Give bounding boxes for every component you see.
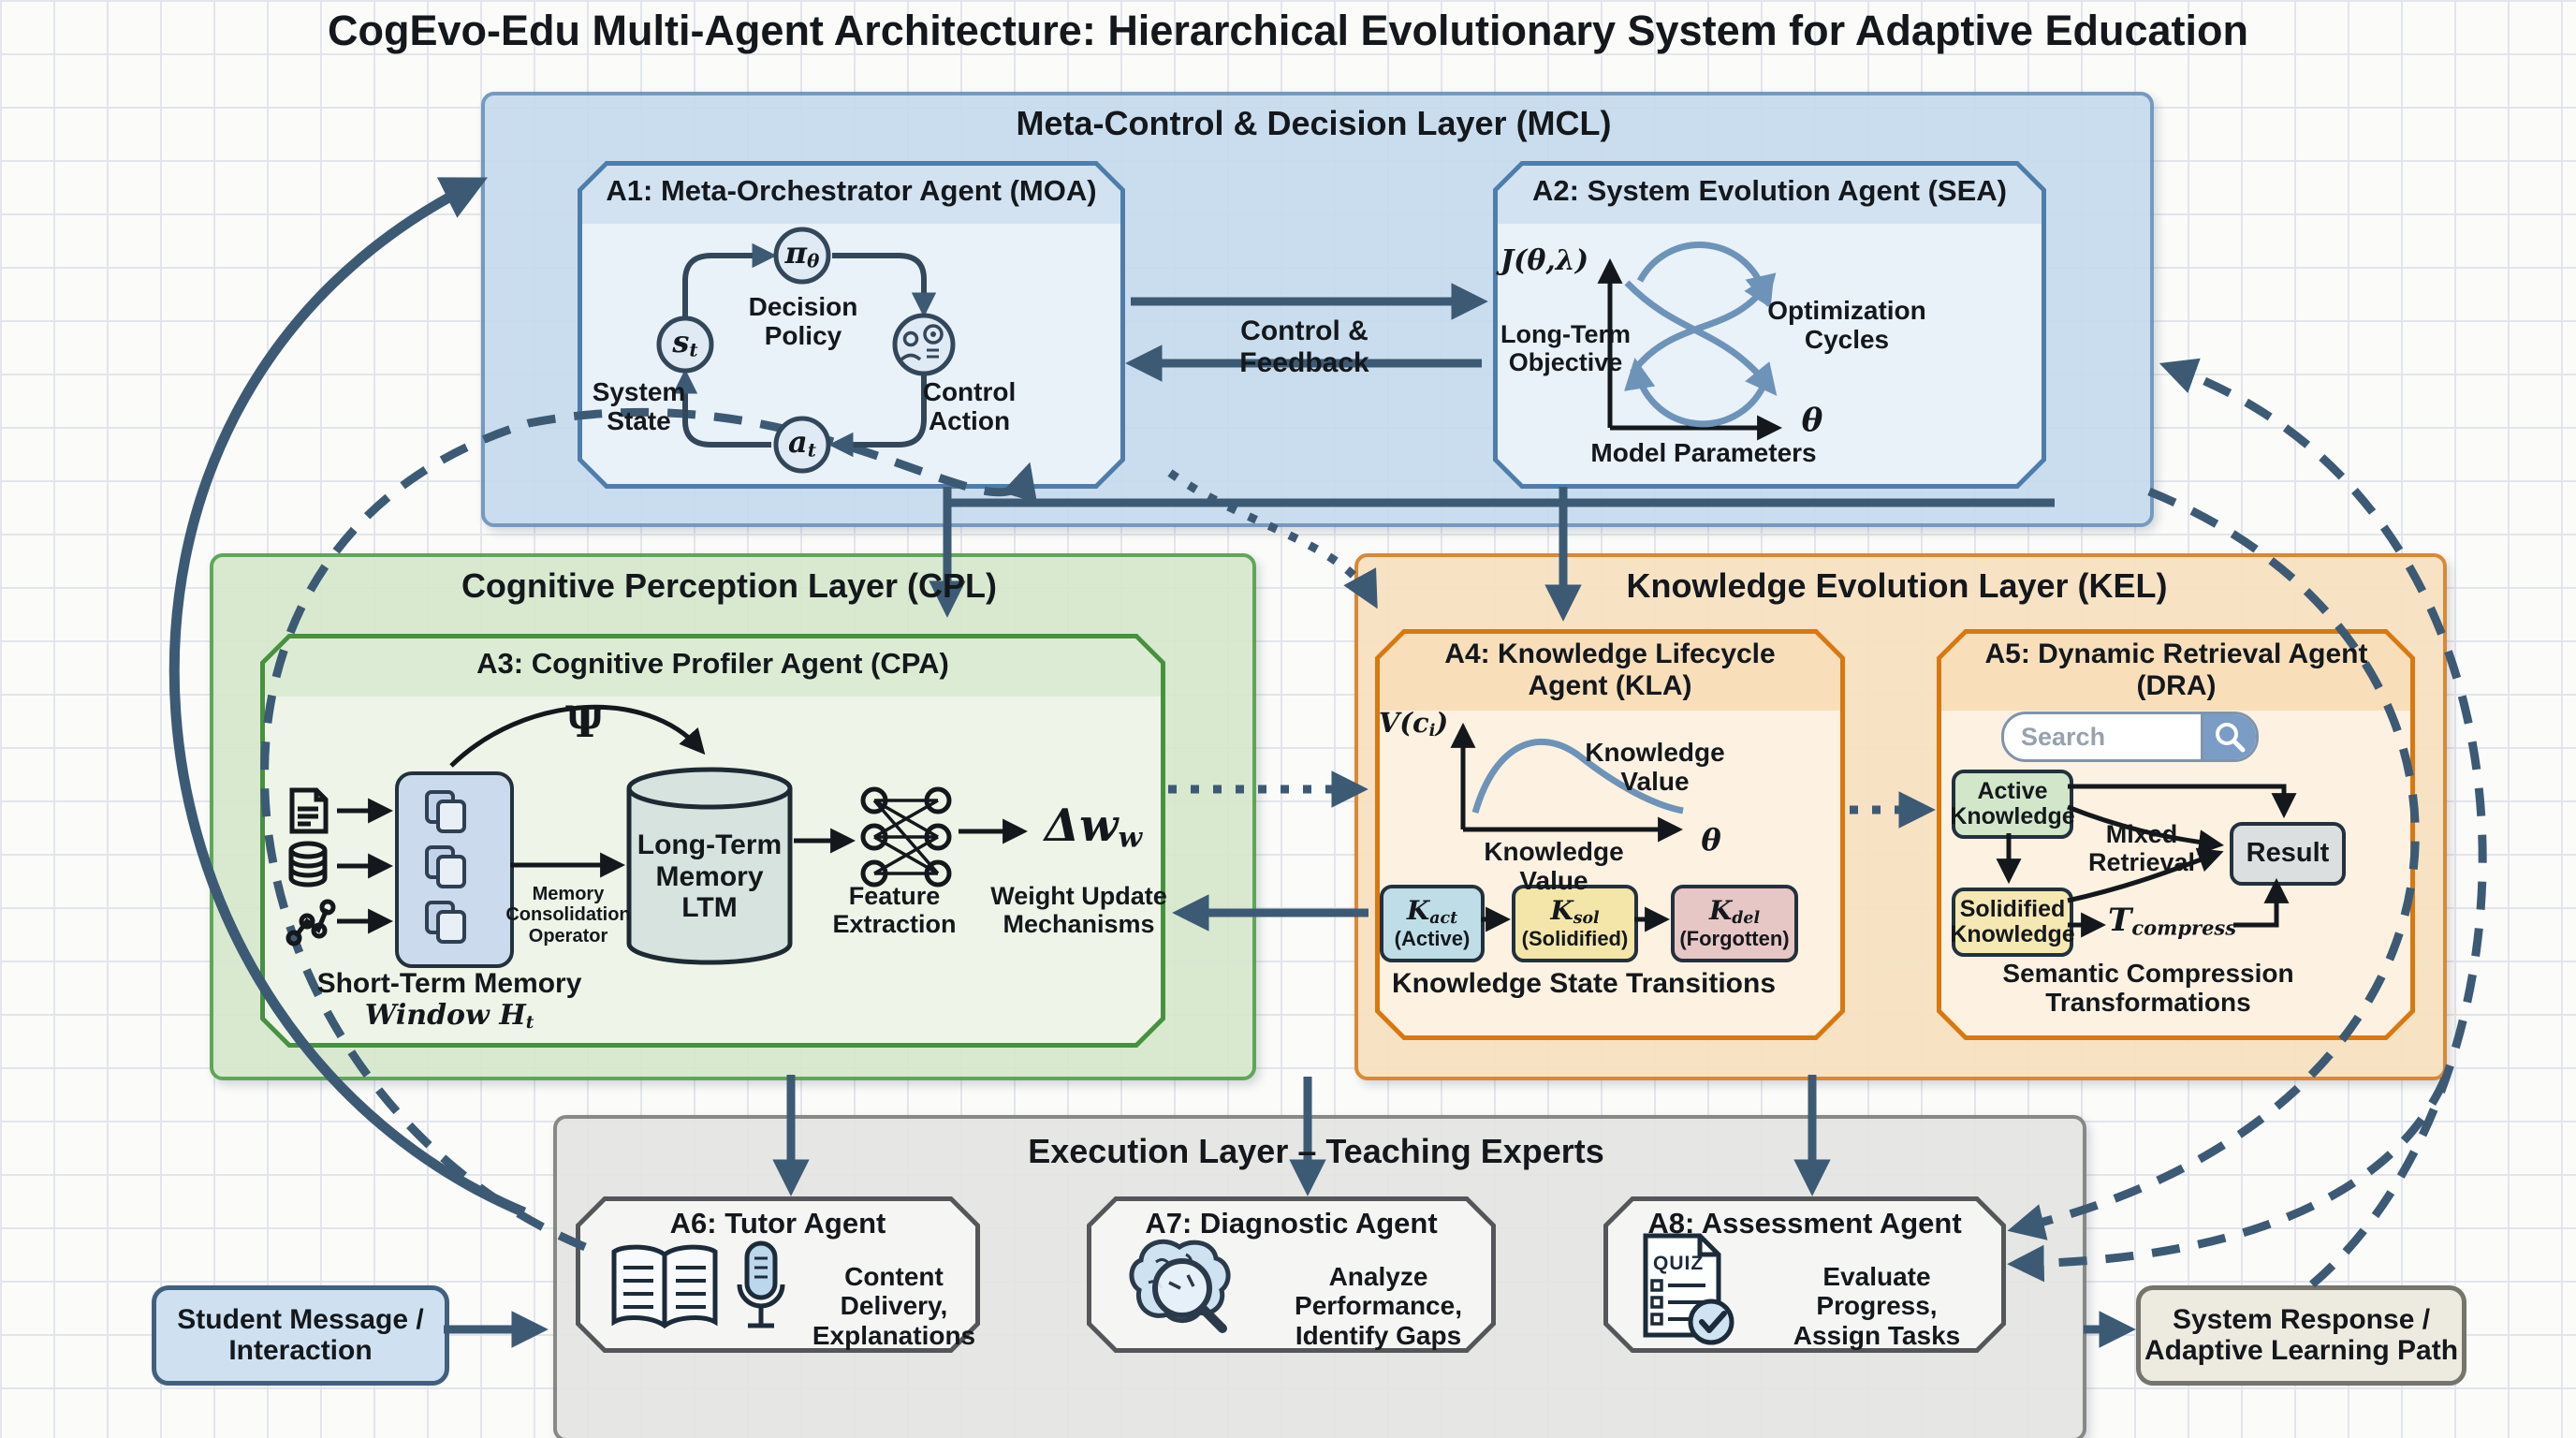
layer-cpl-title: Cognitive Perception Layer (CPL) (461, 566, 998, 605)
agent-a4-box (1375, 629, 1845, 1040)
control-feedback-label: Control & Feedback (1239, 315, 1369, 378)
memory-consolidation-label: Memory Consolidation Operator (505, 884, 631, 946)
t-compress-label: Tcompress (2108, 902, 2237, 940)
k-forgotten-box: Kdel (Forgotten) (1671, 885, 1798, 962)
student-input-box: Student Message /Interaction (152, 1285, 449, 1386)
stm-window-box (395, 771, 514, 968)
agent-a2-title: A2: System Evolution Agent (SEA) (1532, 174, 2007, 207)
a8-description: Evaluate Progress,Assign Tasks (1793, 1262, 1961, 1350)
search-input[interactable]: Search (2021, 722, 2106, 751)
objective-axis-label: J(θ,λ) (1500, 244, 1589, 277)
agent-a5-title: A5: Dynamic Retrieval Agent(DRA) (1984, 638, 2368, 701)
weight-delta-label: Δww (1044, 800, 1143, 855)
agent-a8-title: A8: Assessment Agent (1647, 1207, 1962, 1240)
knowledge-value-axis-label: V(ci) (1378, 707, 1449, 741)
layer-execution-title: Execution Layer – Teaching Experts (1028, 1132, 1604, 1170)
result-box: Result (2230, 822, 2346, 886)
search-bar[interactable]: Search (2001, 712, 2259, 762)
system-state-label: System State (592, 377, 686, 436)
agent-a7-box (1087, 1196, 1496, 1353)
long-term-objective-label: Long-Term Objective (1500, 320, 1631, 377)
agent-a1-title: A1: Meta-Orchestrator Agent (MOA) (606, 174, 1097, 207)
system-output-box: System Response /Adaptive Learning Path (2136, 1285, 2466, 1386)
page-title: CogEvo-Edu Multi-Agent Architecture: Hie… (328, 7, 2248, 54)
layer-kel-title: Knowledge Evolution Layer (KEL) (1626, 566, 2168, 605)
theta-axis-label: θ (1801, 402, 1823, 439)
control-action-label: Control Action (922, 377, 1017, 436)
knowledge-value-xlabel: Knowledge Value (1484, 837, 1624, 896)
agent-a6-title: A6: Tutor Agent (669, 1207, 886, 1240)
feature-extraction-label: Feature Extraction (832, 882, 957, 939)
theta-xlabel-a4: θ (1701, 822, 1721, 858)
agent-a3-title: A3: Cognitive Profiler Agent (CPA) (476, 647, 949, 680)
model-parameters-label: Model Parameters (1590, 438, 1817, 467)
agent-a7-title: A7: Diagnostic Agent (1145, 1207, 1438, 1240)
knowledge-state-transitions-label: Knowledge State Transitions (1391, 968, 1777, 999)
search-icon (2216, 723, 2246, 753)
weight-update-label: Weight Update Mechanisms (990, 882, 1167, 939)
optimization-cycles-label: Optimization Cycles (1767, 296, 1926, 355)
knowledge-value-curve-label: Knowledge Value (1585, 738, 1725, 797)
stm-window-label: Short-Term Memory Window Ht (316, 968, 582, 1033)
psi-operator-label: Ψ (564, 697, 605, 747)
layer-mcl-title: Meta-Control & Decision Layer (MCL) (1016, 104, 1612, 142)
search-button[interactable] (2201, 714, 2256, 759)
decision-policy-label: Decision Policy (748, 292, 858, 351)
a6-description: Content Delivery,Explanations (812, 1262, 976, 1350)
policy-node-label: πθ (784, 235, 820, 272)
a7-description: Analyze Performance,Identify Gaps (1295, 1262, 1462, 1350)
k-active-box: Kact (Active) (1380, 885, 1485, 962)
k-solidified-box: Ksol (Solidified) (1512, 885, 1638, 962)
action-node-label: at (788, 424, 816, 462)
